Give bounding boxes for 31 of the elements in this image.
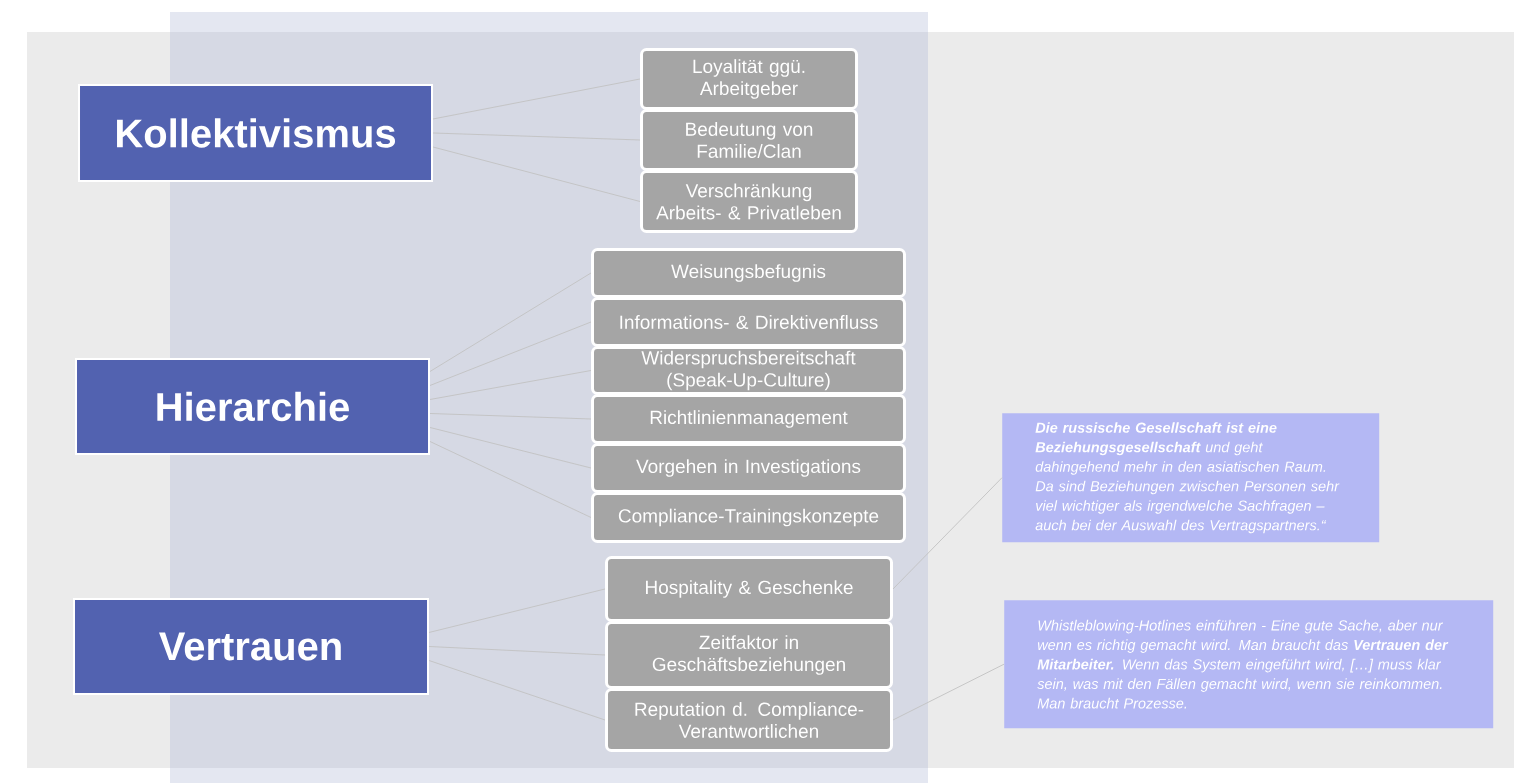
category-box: Kollektivismus	[78, 84, 433, 182]
topic-box: Weisungsbefugnis	[591, 248, 906, 298]
category-box: Vertrauen	[73, 598, 429, 695]
connector-line	[432, 132, 641, 141]
connector-line	[432, 146, 641, 202]
quote-box: Die russische Gesellschaft ist eine Beziehungsgesellschaft und geht dahingehend mehr in den asiatischen Raum. Da sind Beziehungen zwischen Personen sehr viel wichtiger als irgendwelche Sachfragen – auch bei der Auswahl des Vertragspartners.“	[1002, 413, 1380, 543]
connector-line	[892, 663, 1005, 721]
topic-box: Widerspruchsbereitschaft (Speak-Up-Culture)	[591, 346, 906, 395]
connector-line	[428, 588, 606, 633]
topic-box: Reputation d. Compliance-Verantwortlichen	[605, 688, 893, 752]
quote-box: Whistleblowing-Hotlines einführen - Eine gute Sache, aber nur wenn es richtig gemacht wird. Man braucht das Vertrauen der Mitarbeiter. Wenn das System eingeführt wird, […] muss klar sein, was mit den Fällen gemacht wird, wenn sie reinkommen. Man braucht Prozesse.	[1004, 600, 1494, 729]
connector-line	[429, 427, 592, 469]
topic-box: Vorgehen in Investigations	[591, 443, 906, 493]
connector-line	[892, 477, 1003, 590]
connector-line	[432, 78, 641, 120]
topic-box: Verschränkung Arbeits- & Privatleben	[640, 170, 858, 233]
topic-box: Compliance-Trainingskonzepte	[591, 492, 906, 543]
topic-box: Loyalität ggü. Arbeitgeber	[640, 48, 858, 110]
connector-line	[428, 660, 606, 721]
connector-line	[429, 370, 592, 400]
connector-line	[429, 441, 592, 518]
topic-box: Richtlinienmanagement	[591, 394, 906, 444]
connector-line	[428, 646, 606, 656]
connector-line	[429, 321, 592, 386]
topic-box: Bedeutung von Familie/Clan	[640, 109, 858, 171]
connector-line	[429, 413, 592, 420]
topic-box: Hospitality & Geschenke	[605, 556, 893, 622]
category-box: Hierarchie	[75, 358, 430, 455]
topic-box: Informations- & Direktivenfluss	[591, 297, 906, 347]
connector-line	[429, 272, 592, 372]
topic-box: Zeitfaktor in Geschäftsbeziehungen	[605, 621, 893, 689]
